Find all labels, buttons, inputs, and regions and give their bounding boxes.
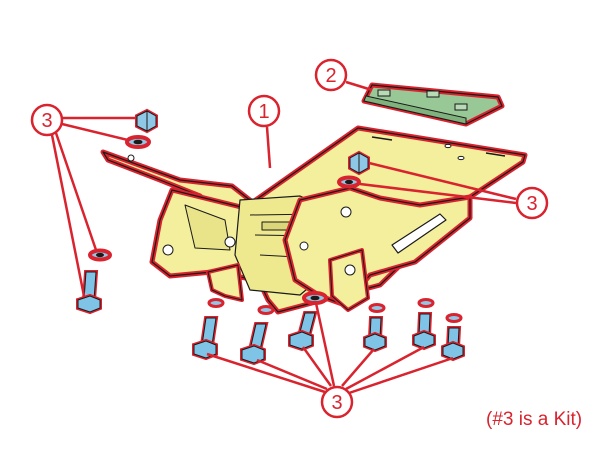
bolt-bottom-1 bbox=[192, 316, 219, 361]
bolt-bottom-3 bbox=[288, 311, 318, 352]
bolt-bottom-6 bbox=[441, 326, 465, 362]
nut-right bbox=[348, 150, 370, 176]
callout-2-label: 2 bbox=[325, 65, 336, 87]
bolt-bottom-5 bbox=[412, 312, 436, 351]
callout-3-left: 3 bbox=[30, 103, 64, 137]
washer-bottom-2 bbox=[257, 305, 275, 315]
bolt-bottom-2 bbox=[240, 322, 269, 366]
callout-3-left-label: 3 bbox=[41, 110, 52, 132]
washer-bottom-6 bbox=[445, 313, 463, 323]
bracket-front-leg-left bbox=[206, 263, 244, 302]
nut-top-left bbox=[135, 108, 158, 134]
callout-3-right-label: 3 bbox=[526, 193, 537, 215]
washer-bottom-4 bbox=[368, 303, 386, 313]
bracket-part bbox=[100, 125, 528, 315]
callout-3-bottom-label: 3 bbox=[331, 392, 342, 414]
washer-bottom-1 bbox=[207, 298, 225, 308]
kit-note: (#3 is a Kit) bbox=[486, 409, 583, 430]
washer-bottom-5 bbox=[417, 298, 435, 308]
leader-lines bbox=[50, 80, 517, 395]
callout-1-label: 1 bbox=[258, 101, 269, 123]
hardware-parts bbox=[76, 108, 465, 366]
callout-3-bottom: 3 bbox=[320, 385, 354, 419]
callout-2: 2 bbox=[314, 58, 348, 92]
bolt-bottom-4 bbox=[363, 316, 387, 353]
bolt-left bbox=[76, 270, 102, 315]
callout-3-right: 3 bbox=[515, 186, 549, 220]
callout-1: 1 bbox=[247, 94, 281, 128]
mounting-plate-part bbox=[361, 82, 505, 127]
